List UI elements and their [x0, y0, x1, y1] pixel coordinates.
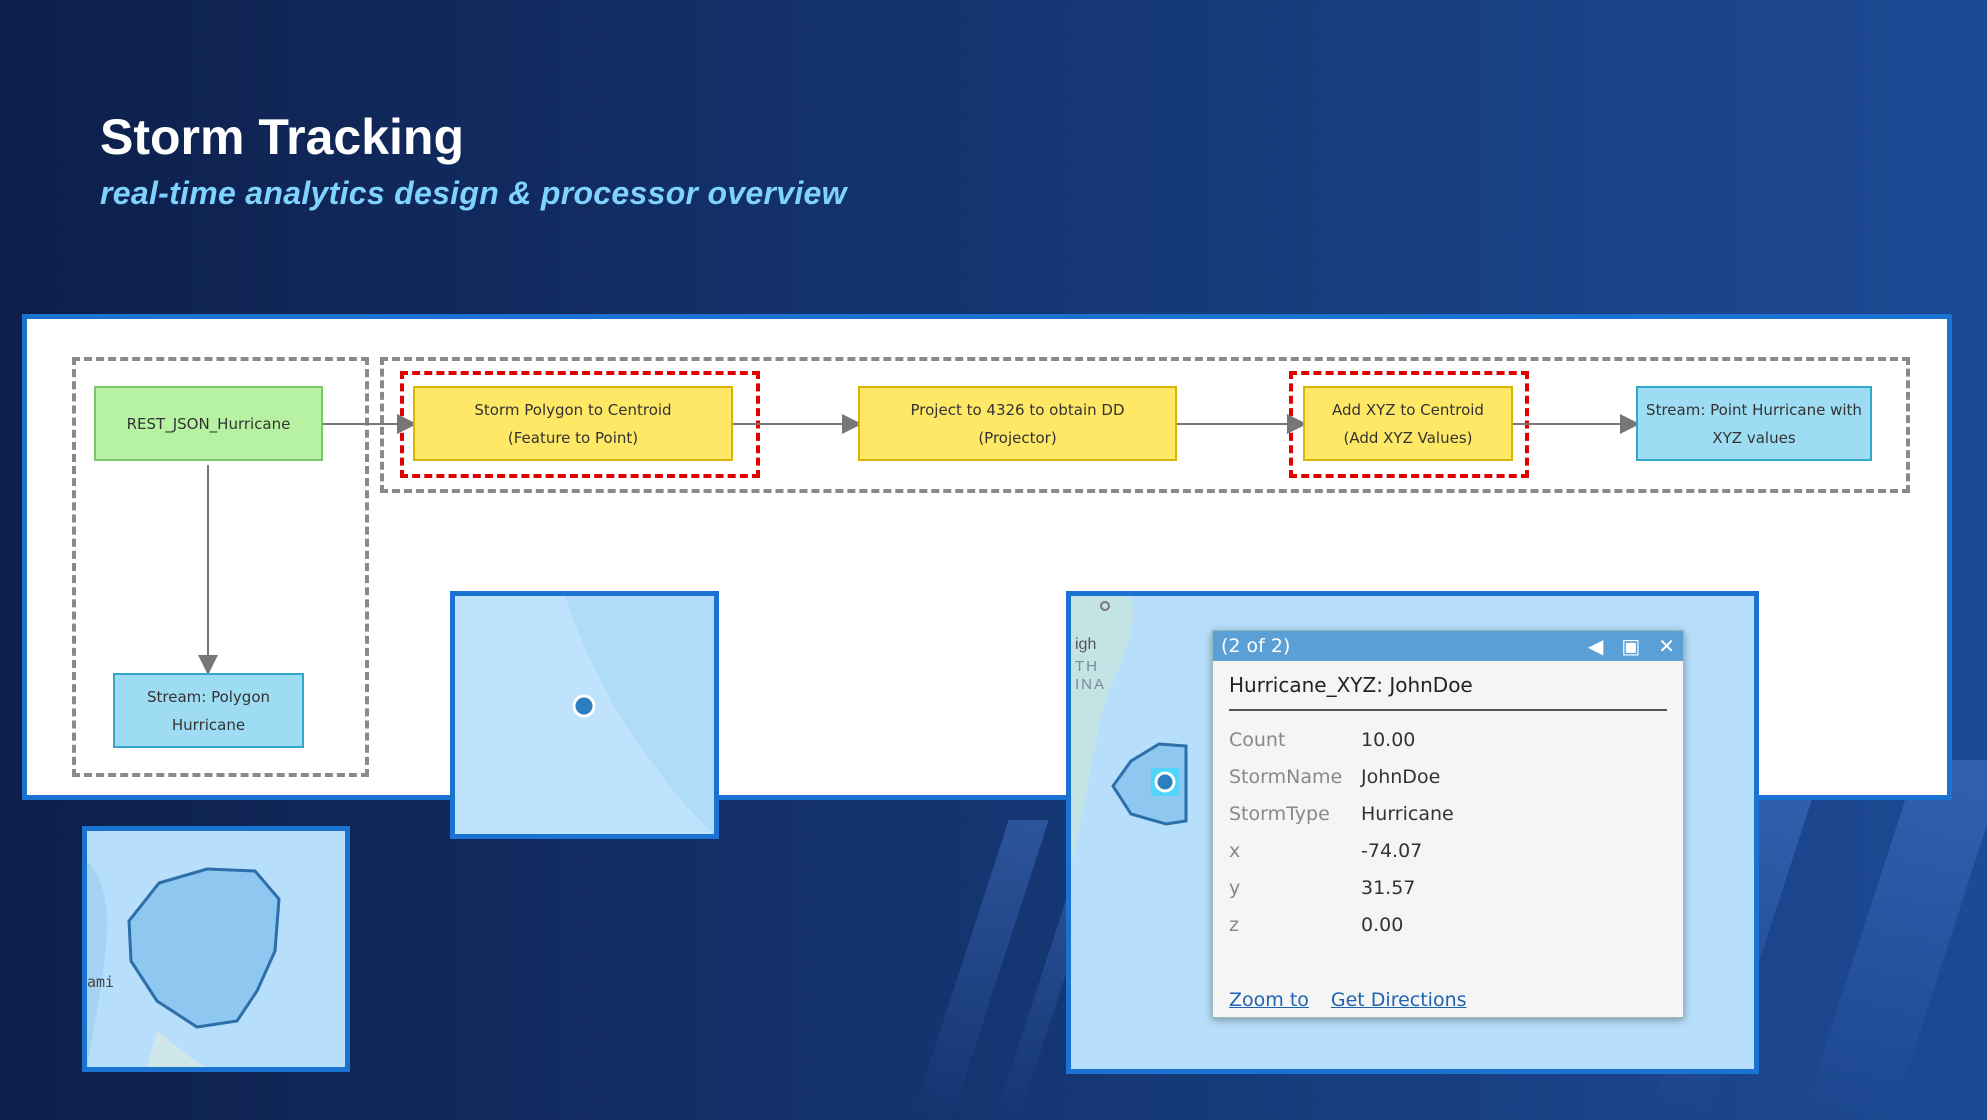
attribute-value: 31.57 [1361, 876, 1416, 899]
map-label: TH [1075, 658, 1099, 675]
node-stream-point-hurricane[interactable]: Stream: Point Hurricane with XYZ values [1636, 386, 1872, 461]
source-group-box [72, 357, 369, 777]
hurricane-polygon-shape [127, 867, 281, 1029]
popup-actions: Zoom to Get Directions [1229, 989, 1467, 1011]
node-project-4326[interactable]: Project to 4326 to obtain DD (Projector) [858, 386, 1177, 461]
node-label: Storm Polygon to Centroid (Feature to Po… [474, 400, 672, 447]
node-label: Stream: Polygon Hurricane [146, 687, 271, 734]
centroid-point-marker [1154, 771, 1176, 793]
attribute-value: 0.00 [1361, 913, 1404, 936]
zoom-to-link[interactable]: Zoom to [1229, 989, 1309, 1011]
node-label: Stream: Point Hurricane with XYZ values [1646, 400, 1862, 447]
hurricane-polygon-shape [1111, 742, 1188, 826]
attribute-key: y [1229, 876, 1241, 899]
attribute-row: StormType Hurricane [1229, 795, 1454, 832]
attribute-value: Hurricane [1361, 802, 1454, 825]
node-rest-json-hurricane[interactable]: REST_JSON_Hurricane [94, 386, 323, 461]
point-map-graphic [565, 596, 714, 834]
feature-popup: (2 of 2) ◀ ▣ ✕ Hurricane_XYZ: JohnDoe Co… [1212, 630, 1684, 1018]
popup-title: Hurricane_XYZ: JohnDoe [1229, 673, 1667, 711]
attribute-key: StormType [1229, 802, 1330, 825]
polygon-map-thumbnail[interactable]: ami [82, 826, 350, 1072]
popup-controls: ◀ ▣ ✕ [1588, 634, 1675, 658]
map-label: ami [87, 973, 115, 991]
popup-attributes: Count 10.00 StormName JohnDoe StormType Hur… [1229, 721, 1454, 943]
result-map-graphic [1071, 596, 1188, 866]
map-label: INA [1075, 676, 1107, 693]
polygon-map-graphic [87, 861, 281, 1067]
attribute-row: y 31.57 [1229, 869, 1454, 906]
attribute-row: Count 10.00 [1229, 721, 1454, 758]
centroid-point-marker [572, 694, 596, 718]
previous-icon[interactable]: ◀ [1587, 634, 1604, 658]
close-icon[interactable]: ✕ [1658, 634, 1675, 658]
get-directions-link[interactable]: Get Directions [1330, 989, 1467, 1011]
flow-arrows [198, 414, 1640, 675]
attribute-key: Count [1229, 728, 1286, 751]
node-add-xyz[interactable]: Add XYZ to Centroid (Add XYZ Values) [1303, 386, 1513, 461]
maximize-icon[interactable]: ▣ [1621, 634, 1641, 658]
map-label: igh [1075, 636, 1097, 653]
attribute-row: x -74.07 [1229, 832, 1454, 869]
attribute-key: x [1229, 839, 1241, 862]
background-streak [1801, 760, 1987, 1118]
node-stream-polygon-hurricane[interactable]: Stream: Polygon Hurricane [113, 673, 304, 748]
node-label: Add XYZ to Centroid (Add XYZ Values) [1332, 400, 1484, 447]
attribute-row: StormName JohnDoe [1229, 758, 1454, 795]
slide-subtitle: real-time analytics design & processor o… [100, 175, 847, 211]
slide-title: Storm Tracking [100, 109, 464, 165]
popup-header: (2 of 2) ◀ ▣ ✕ [1213, 631, 1683, 661]
diagram-panel: REST_JSON_Hurricane Storm Polygon to Cen… [22, 314, 1952, 800]
node-label: Project to 4326 to obtain DD (Projector) [910, 400, 1125, 447]
attribute-row: z 0.00 [1229, 906, 1454, 943]
node-storm-polygon-to-centroid[interactable]: Storm Polygon to Centroid (Feature to Po… [413, 386, 733, 461]
popup-pager: (2 of 2) [1221, 635, 1291, 657]
attribute-key: z [1229, 913, 1239, 936]
attribute-value: 10.00 [1361, 728, 1416, 751]
attribute-key: StormName [1229, 765, 1343, 788]
point-map-thumbnail[interactable] [450, 591, 719, 839]
node-label: REST_JSON_Hurricane [126, 414, 291, 433]
attribute-value: JohnDoe [1361, 765, 1441, 788]
attribute-value: -74.07 [1361, 839, 1423, 862]
